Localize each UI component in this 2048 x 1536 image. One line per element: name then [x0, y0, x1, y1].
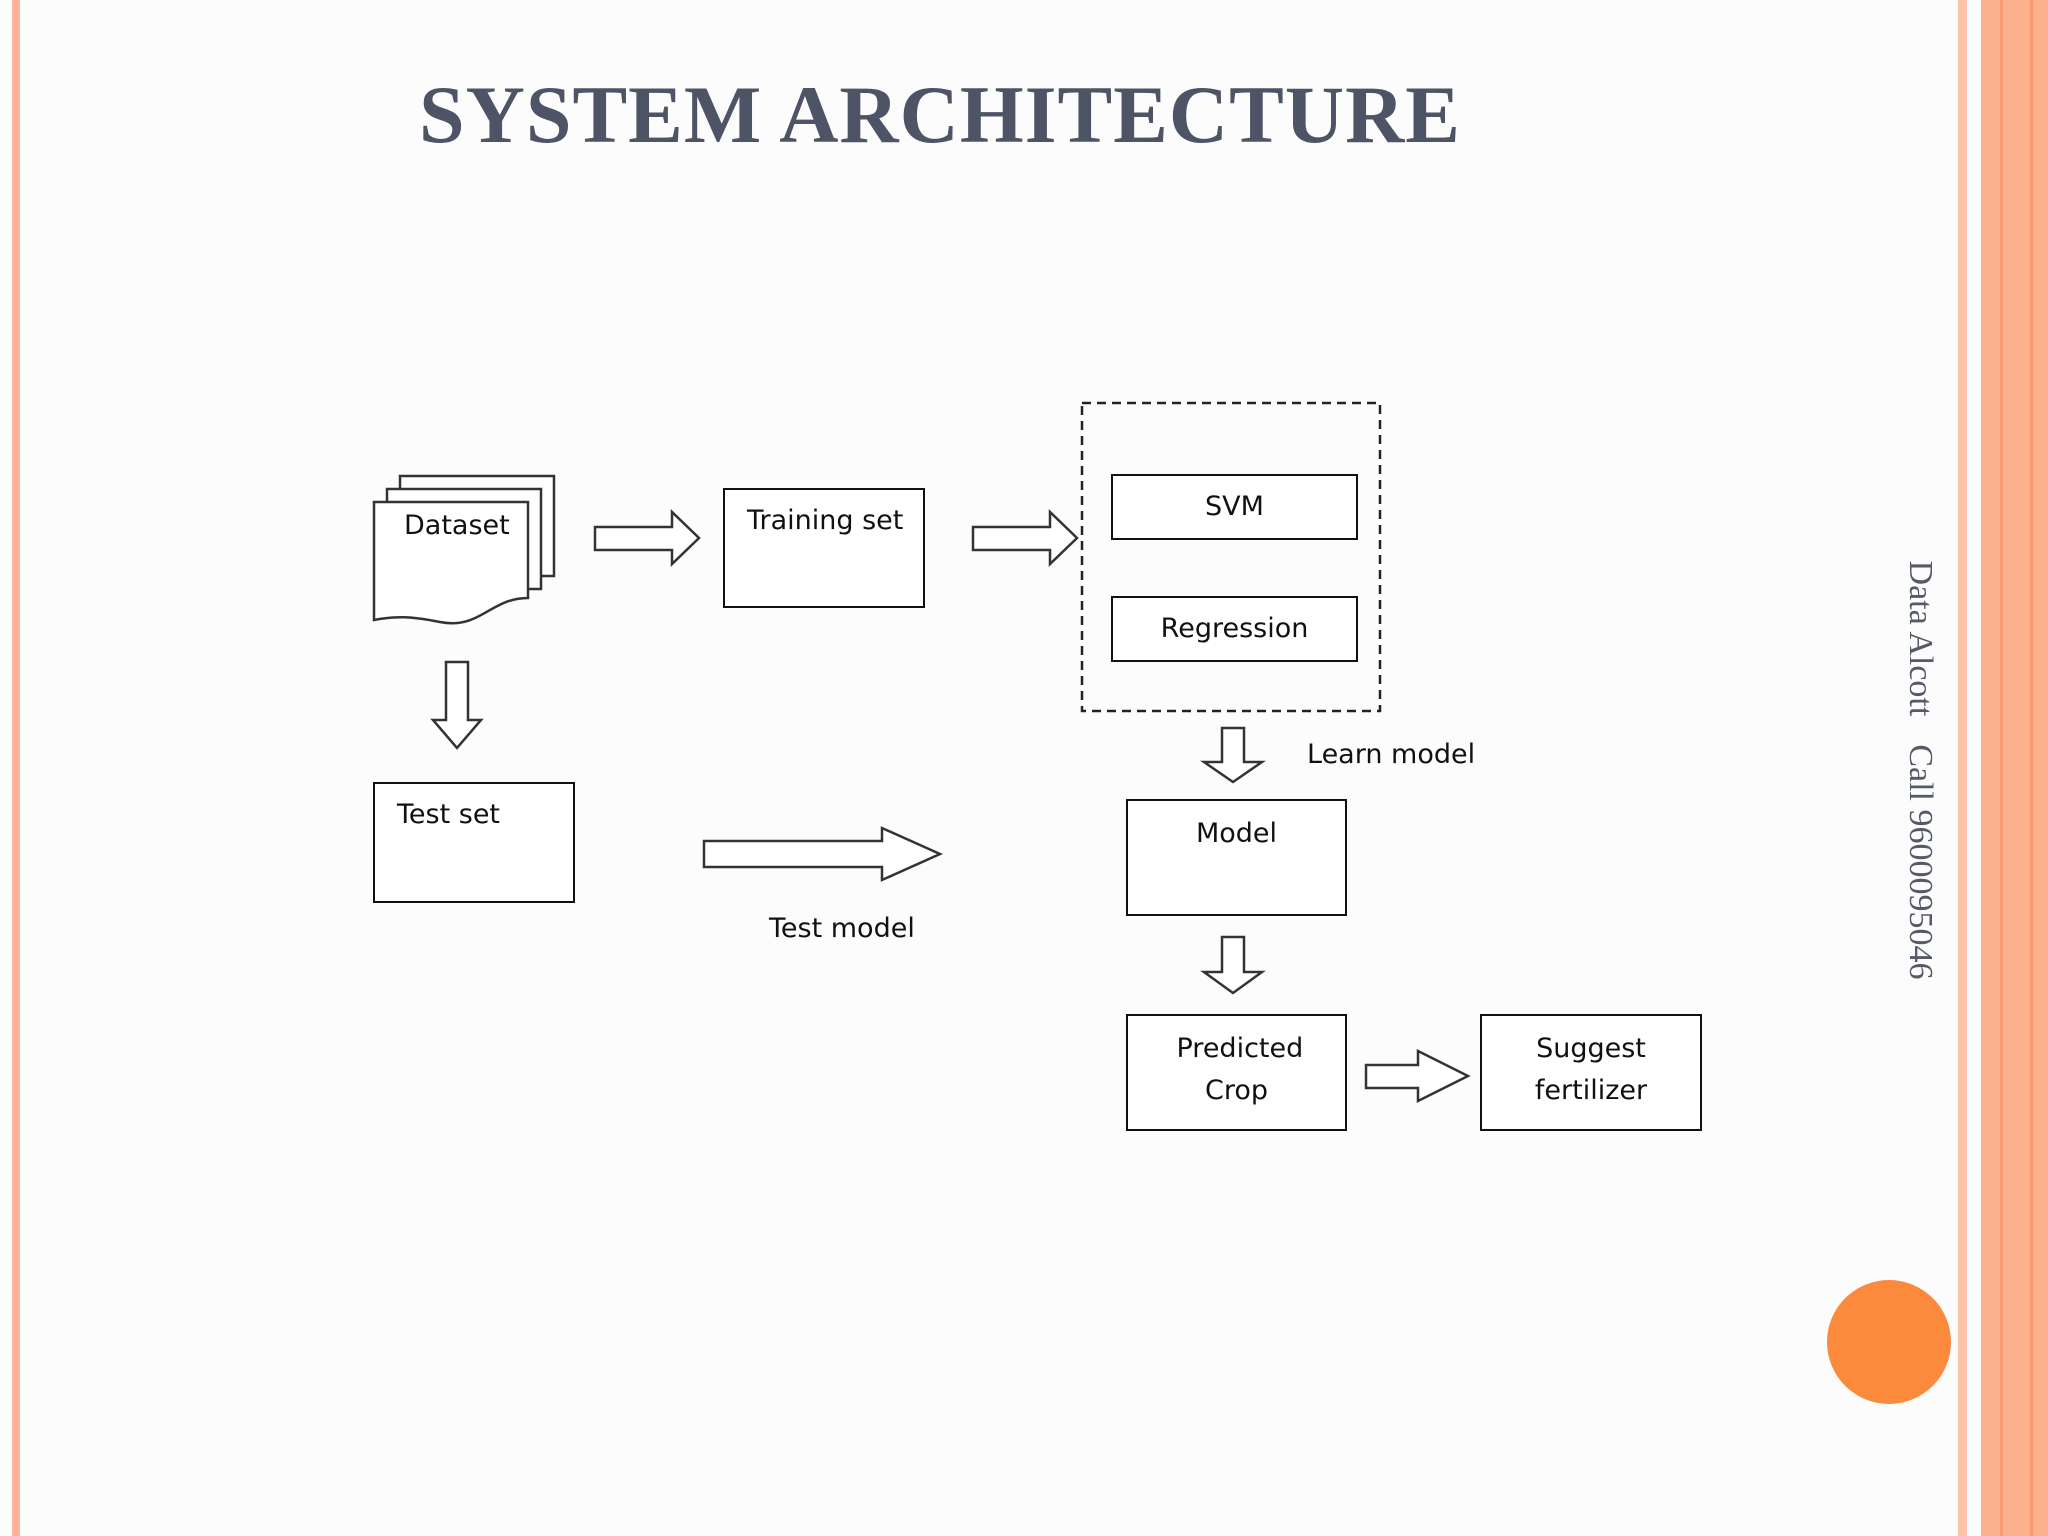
node-training-set: Training set [723, 488, 925, 608]
node-svm-label: SVM [1205, 491, 1264, 522]
node-predicted-crop-label: Predicted Crop [1176, 1033, 1304, 1106]
left-border-stripe [12, 0, 20, 1536]
node-test-set: Test set [373, 782, 575, 903]
node-dataset-label: Dataset [404, 510, 510, 541]
node-suggest-fertilizer: Suggest fertilizer [1480, 1014, 1702, 1131]
node-model: Model [1126, 799, 1347, 916]
arrow-dataset-to-test [430, 660, 484, 750]
arrow-learn-model [1199, 726, 1267, 784]
edge-label-learn-model: Learn model [1307, 739, 1476, 770]
node-predicted-crop: Predicted Crop [1126, 1014, 1347, 1131]
arrow-prediction-to-fertilizer [1364, 1048, 1471, 1104]
arrow-training-to-models [971, 509, 1079, 567]
node-suggest-fertilizer-label: Suggest fertilizer [1534, 1033, 1648, 1106]
orange-circle-decoration [1827, 1280, 1951, 1404]
arrow-test-model [702, 826, 944, 882]
slide-title: SYSTEM ARCHITECTURE [419, 69, 1461, 160]
right-border-stripe-thin [1958, 0, 1967, 1536]
right-border-stripe-line [2000, 0, 2003, 1536]
node-model-label: Model [1195, 818, 1278, 849]
right-border-stripe-wide [1981, 0, 2048, 1536]
arrow-dataset-to-training [593, 509, 701, 567]
node-regression-label: Regression [1160, 613, 1309, 644]
node-regression: Regression [1111, 596, 1358, 662]
right-border-stripe-line-2 [2030, 0, 2033, 1536]
dataset-doc-front [372, 500, 530, 625]
node-test-set-label: Test set [397, 799, 501, 830]
model-group-dashed-border [1080, 401, 1382, 713]
node-training-set-label: Training set [747, 505, 904, 536]
arrow-model-to-prediction [1200, 935, 1266, 995]
edge-label-test-model: Test model [769, 913, 915, 944]
node-svm: SVM [1111, 474, 1358, 540]
